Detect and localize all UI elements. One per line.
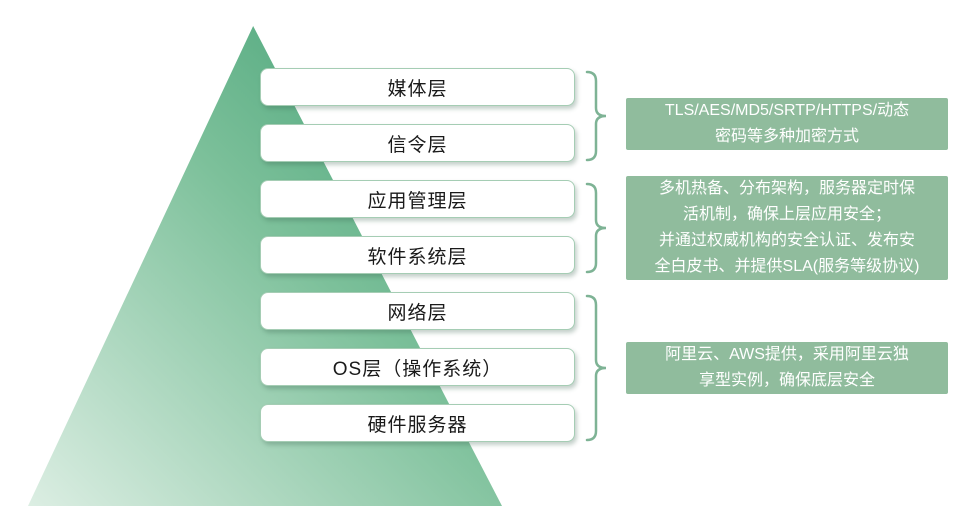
annotation-application-security-text: 多机热备、分布架构，服务器定时保 活机制，确保上层应用安全； 并通过权威机构的安… [654,180,920,275]
layer-signaling-label: 信令层 [387,134,448,156]
layer-hardware-server: 硬件服务器 [260,404,575,442]
layer-network: 网络层 [260,292,575,330]
layer-os: OS层（操作系统） [260,348,575,386]
layer-hardware-server-label: 硬件服务器 [367,414,468,436]
brace-icon-top [584,70,610,162]
layer-software-system-label: 软件系统层 [367,246,468,268]
annotation-infrastructure: 阿里云、AWS提供，采用阿里云独 享型实例，确保底层安全 [626,342,948,394]
layer-media-label: 媒体层 [387,78,448,100]
annotation-infrastructure-text: 阿里云、AWS提供，采用阿里云独 享型实例，确保底层安全 [665,346,909,389]
layer-os-label: OS层（操作系统） [332,358,503,380]
layer-app-management: 应用管理层 [260,180,575,218]
layer-signaling: 信令层 [260,124,575,162]
brace-icon-middle [584,182,610,274]
layer-network-label: 网络层 [387,302,448,324]
brace-icon-bottom [584,294,610,442]
layer-software-system: 软件系统层 [260,236,575,274]
annotation-encryption-text: TLS/AES/MD5/SRTP/HTTPS/动态 密码等多种加密方式 [664,102,910,145]
layer-media: 媒体层 [260,68,575,106]
annotation-application-security: 多机热备、分布架构，服务器定时保 活机制，确保上层应用安全； 并通过权威机构的安… [626,176,948,280]
layer-app-management-label: 应用管理层 [367,190,468,212]
annotation-encryption: TLS/AES/MD5/SRTP/HTTPS/动态 密码等多种加密方式 [626,98,948,150]
